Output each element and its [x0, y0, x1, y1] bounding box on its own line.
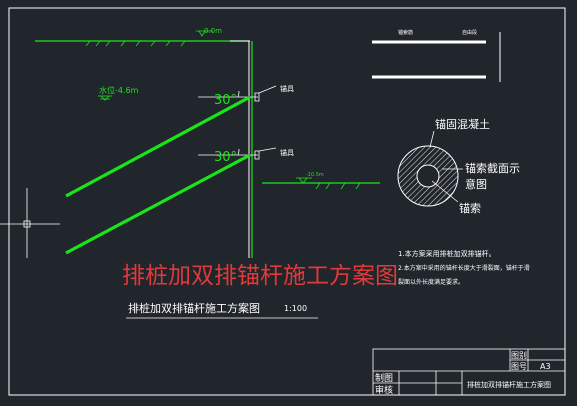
title-block-num-label: 图号	[511, 362, 527, 371]
pit-bottom-level-label: -10.5m	[306, 172, 324, 178]
upper-anchor-leader	[258, 85, 277, 94]
cad-crosshair-cursor[interactable]	[0, 188, 60, 258]
lower-anchor-head	[254, 150, 260, 160]
legend-label-right: 自由段	[462, 29, 477, 36]
caption-scale: 1:100	[284, 304, 307, 313]
title-block-cat-label: 图别	[511, 351, 527, 360]
soil-profile: 0.0m 水位-4.6m -10.5m	[35, 27, 380, 258]
legend-label-left: 锚索筋	[398, 29, 413, 36]
note-line-2: 2.本方案中采用的锚杆长度大于滑裂面，锚杆于滑	[398, 264, 530, 272]
upper-anchor-tendon	[65, 95, 251, 198]
watermark-title: 排桩加双排锚杆施工方案图	[122, 263, 398, 289]
water-level-label: 水位-4.6m	[99, 85, 139, 95]
lower-anchor: 30° 锚具	[65, 147, 294, 255]
title-block-draw-label: 制图	[375, 372, 393, 384]
upper-anchor-arc	[237, 90, 240, 98]
anchor-cross-section: 锚固混凝土 锚索截面示 意图 锚索	[397, 117, 520, 215]
section-label-concrete: 锚固混凝土	[435, 117, 490, 131]
note-line-1: 1.本方案采用排桩加双排锚杆。	[398, 249, 496, 258]
notes: 1.本方案采用排桩加双排锚杆。 2.本方案中采用的锚杆长度大于滑裂面，锚杆于滑 …	[398, 249, 530, 286]
lower-anchor-tendon	[65, 153, 251, 255]
section-label-title-2: 意图	[465, 177, 487, 191]
note-line-3: 裂面以外长度满足要求。	[398, 278, 464, 286]
section-leader-concrete	[429, 130, 435, 148]
caption-title: 排桩加双排锚杆施工方案图	[128, 301, 260, 315]
lower-anchor-label: 锚具	[280, 148, 294, 157]
drawing-caption: 排桩加双排锚杆施工方案图 1:100	[126, 301, 318, 319]
upper-anchor-head	[254, 92, 260, 102]
ground-hatch	[85, 40, 186, 47]
upper-anchor-label: 锚具	[280, 84, 294, 93]
section-inner-core	[416, 164, 440, 188]
pit-bottom-level-marker	[296, 177, 312, 184]
upper-anchor: 30° 锚具	[65, 84, 294, 198]
lower-angle-label: 30°	[214, 150, 237, 165]
lower-anchor-leader	[258, 147, 277, 152]
title-block-review-label: 审核	[375, 384, 393, 396]
title-block-num-value: A3	[540, 362, 551, 371]
ground-level-marker	[196, 30, 213, 37]
title-block-title: 排桩加双排锚杆施工方案图	[467, 380, 551, 389]
lower-anchor-arc	[237, 148, 240, 156]
water-level-marker	[98, 95, 112, 101]
drawing-border	[8, 7, 566, 396]
ground-level-label: 0.0m	[204, 27, 222, 35]
section-label-strand: 锚索	[459, 201, 481, 215]
section-leader-strand	[431, 180, 459, 203]
section-label-title-1: 锚索截面示	[465, 161, 520, 175]
pit-bottom-hatch	[315, 182, 361, 190]
title-block	[372, 348, 566, 396]
upper-angle-label: 30°	[214, 93, 237, 108]
anchor-legend: 锚索筋 自由段	[372, 29, 501, 82]
